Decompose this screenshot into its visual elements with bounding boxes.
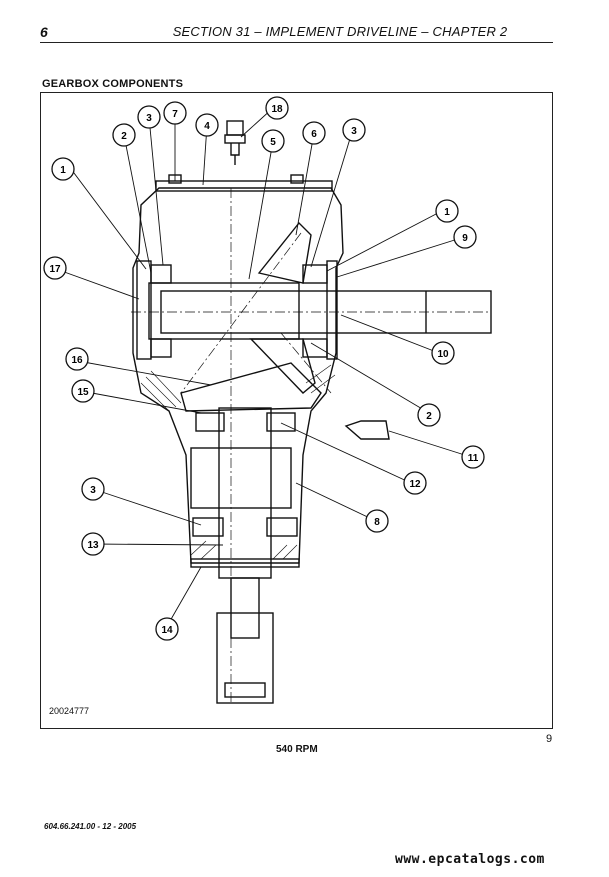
callout-4: 4 [195, 113, 219, 137]
svg-text:3: 3 [351, 126, 357, 137]
callout-16: 16 [65, 347, 89, 371]
gearbox-figure: 1 2 3 7 4 18 5 6 3 1 9 17 10 16 15 2 11 … [40, 92, 553, 729]
svg-text:17: 17 [49, 264, 61, 275]
side-plug [344, 420, 390, 440]
svg-text:13: 13 [87, 540, 99, 551]
drawing-id: 20024777 [49, 706, 90, 716]
header-rule [40, 42, 553, 43]
document-reference: 604.66.241.00 - 12 - 2005 [44, 822, 137, 831]
callout-labels: 1 2 3 7 4 18 5 6 3 1 9 17 10 16 15 2 11 … [43, 96, 485, 641]
callout-1a: 1 [51, 157, 75, 181]
callout-3c: 3 [81, 477, 105, 501]
gearbox-drawing: 1 2 3 7 4 18 5 6 3 1 9 17 10 16 15 2 11 … [43, 96, 492, 704]
callout-13: 13 [81, 532, 105, 556]
input-shaft [148, 282, 300, 340]
callout-15: 15 [71, 379, 95, 403]
callout-3a: 3 [137, 105, 161, 129]
callout-8: 8 [365, 509, 389, 533]
section-title: GEARBOX COMPONENTS [42, 78, 184, 90]
spacer [190, 447, 292, 509]
page-number: 6 [40, 24, 48, 40]
svg-text:1: 1 [444, 207, 450, 218]
callout-9: 9 [453, 225, 477, 249]
top-cover [155, 180, 333, 192]
callout-12: 12 [403, 471, 427, 495]
callout-2b: 2 [417, 403, 441, 427]
right-bearing [302, 264, 328, 284]
callout-5: 5 [261, 129, 285, 153]
callout-7: 7 [163, 101, 187, 125]
callout-17: 17 [43, 256, 67, 280]
callout-14: 14 [155, 617, 179, 641]
bevel-pinion [257, 221, 312, 284]
callout-1b: 1 [435, 199, 459, 223]
callout-10: 10 [431, 341, 455, 365]
svg-text:1: 1 [60, 165, 66, 176]
svg-text:4: 4 [204, 121, 210, 132]
svg-text:9: 9 [462, 233, 468, 244]
lower-seal [190, 558, 300, 568]
svg-text:16: 16 [71, 355, 83, 366]
left-bearing-cover [136, 260, 152, 360]
svg-text:14: 14 [161, 625, 173, 636]
svg-text:15: 15 [77, 387, 89, 398]
callout-2a: 2 [112, 123, 136, 147]
output-shaft [218, 407, 272, 579]
svg-text:5: 5 [270, 137, 276, 148]
svg-text:6: 6 [311, 129, 317, 140]
svg-text:2: 2 [121, 131, 127, 142]
figure-caption: 540 RPM [276, 744, 318, 755]
website-watermark: www.epcatalogs.com [395, 852, 545, 867]
upper-bearing [195, 412, 225, 432]
svg-text:18: 18 [271, 104, 283, 115]
housing-outline [132, 187, 344, 564]
breather-plug [226, 120, 244, 136]
svg-text:12: 12 [409, 479, 421, 490]
svg-text:11: 11 [468, 453, 479, 464]
svg-text:8: 8 [374, 517, 380, 528]
callout-6: 6 [302, 121, 326, 145]
callout-3b: 3 [342, 118, 366, 142]
svg-text:2: 2 [426, 411, 432, 422]
svg-text:3: 3 [146, 113, 152, 124]
svg-text:3: 3 [90, 485, 96, 496]
page-header-title: SECTION 31 – IMPLEMENT DRIVELINE – CHAPT… [172, 24, 508, 39]
figure-number: 9 [546, 733, 553, 745]
callout-18: 18 [265, 96, 289, 120]
svg-text:10: 10 [437, 349, 449, 360]
callout-11: 11 [461, 445, 485, 469]
svg-text:7: 7 [172, 109, 178, 120]
crown-gear [180, 362, 322, 412]
lower-bearing [192, 517, 224, 537]
